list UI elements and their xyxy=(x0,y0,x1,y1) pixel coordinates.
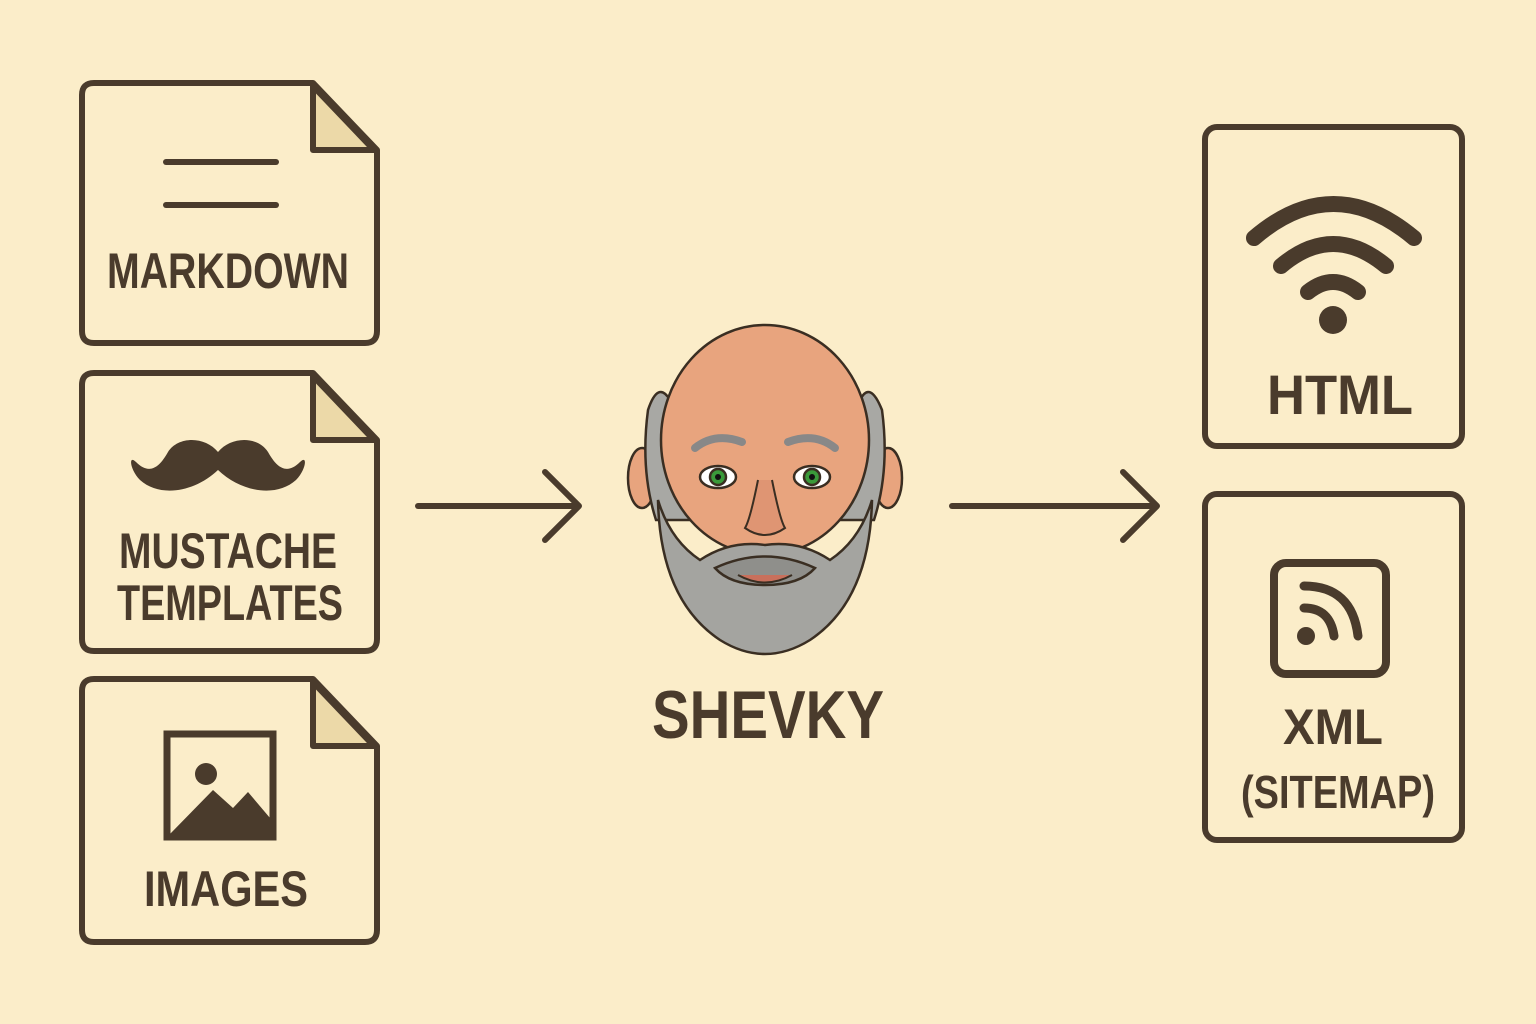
image-icon xyxy=(163,730,277,841)
templates-label: TEMPLATES xyxy=(117,575,343,631)
shevky-label: SHEVKY xyxy=(652,677,884,753)
arrow-right-icon xyxy=(415,469,582,543)
mustache-label: MUSTACHE xyxy=(119,523,337,579)
wifi-icon xyxy=(1246,196,1422,334)
html-label: HTML xyxy=(1267,363,1413,426)
sitemap-label: (SITEMAP) xyxy=(1241,766,1435,818)
images-label: IMAGES xyxy=(144,861,308,917)
rss-icon xyxy=(1270,559,1390,678)
xml-sitemap-output-box: XML (SITEMAP) xyxy=(1202,491,1465,843)
mustache-icon xyxy=(131,440,305,491)
xml-label: XML xyxy=(1283,699,1383,755)
markdown-document: MARKDOWN xyxy=(79,80,380,346)
document-lines-icon xyxy=(163,159,279,208)
mustache-templates-document: MUSTACHE TEMPLATES xyxy=(79,370,380,654)
arrow-right-icon xyxy=(949,469,1160,543)
html-output-box: HTML xyxy=(1202,124,1465,449)
images-document: IMAGES xyxy=(79,676,380,945)
bearded-man-avatar xyxy=(626,323,904,656)
markdown-label: MARKDOWN xyxy=(107,243,349,299)
